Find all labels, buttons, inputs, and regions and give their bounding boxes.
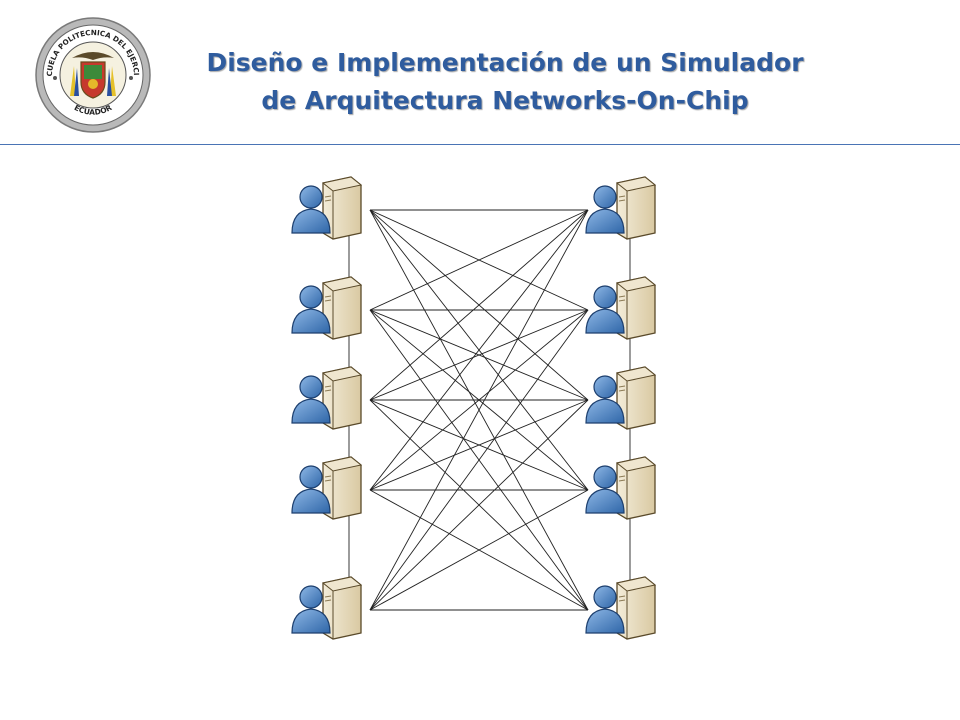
title-line-2: de Arquitectura Networks-On-Chip xyxy=(261,86,749,115)
user-workstation-icon xyxy=(291,176,362,240)
link-line xyxy=(369,399,589,611)
link-line xyxy=(369,309,589,611)
user-workstation-icon xyxy=(291,576,362,640)
link-line xyxy=(369,209,589,401)
user-workstation-icon xyxy=(585,366,656,430)
link-line xyxy=(369,309,589,401)
link-line xyxy=(369,209,589,611)
links-layer xyxy=(348,209,631,611)
user-workstation-icon xyxy=(585,176,656,240)
slide-header: ESCUELA POLITECNICA DEL EJERCITO ECUADOR… xyxy=(0,0,960,146)
link-line xyxy=(369,309,589,491)
link-line xyxy=(369,489,589,611)
link-line xyxy=(369,209,589,311)
slide-title: Diseño e Implementación de un Simulador … xyxy=(160,44,850,120)
link-line xyxy=(369,399,589,491)
network-diagram xyxy=(291,176,656,640)
user-workstation-icon xyxy=(585,576,656,640)
user-workstation-icon xyxy=(585,276,656,340)
university-seal-icon: ESCUELA POLITECNICA DEL EJERCITO ECUADOR xyxy=(34,16,151,133)
link-line xyxy=(369,209,589,491)
user-workstation-icon xyxy=(291,276,362,340)
user-workstation-icon xyxy=(291,456,362,520)
header-divider xyxy=(0,144,960,145)
svg-text:ECUADOR: ECUADOR xyxy=(73,103,114,117)
user-workstation-icon xyxy=(585,456,656,520)
seal-arc-bottom: ECUADOR xyxy=(73,103,114,117)
title-line-1: Diseño e Implementación de un Simulador xyxy=(206,48,804,77)
user-workstation-icon xyxy=(291,366,362,430)
nodes-layer xyxy=(291,176,656,640)
